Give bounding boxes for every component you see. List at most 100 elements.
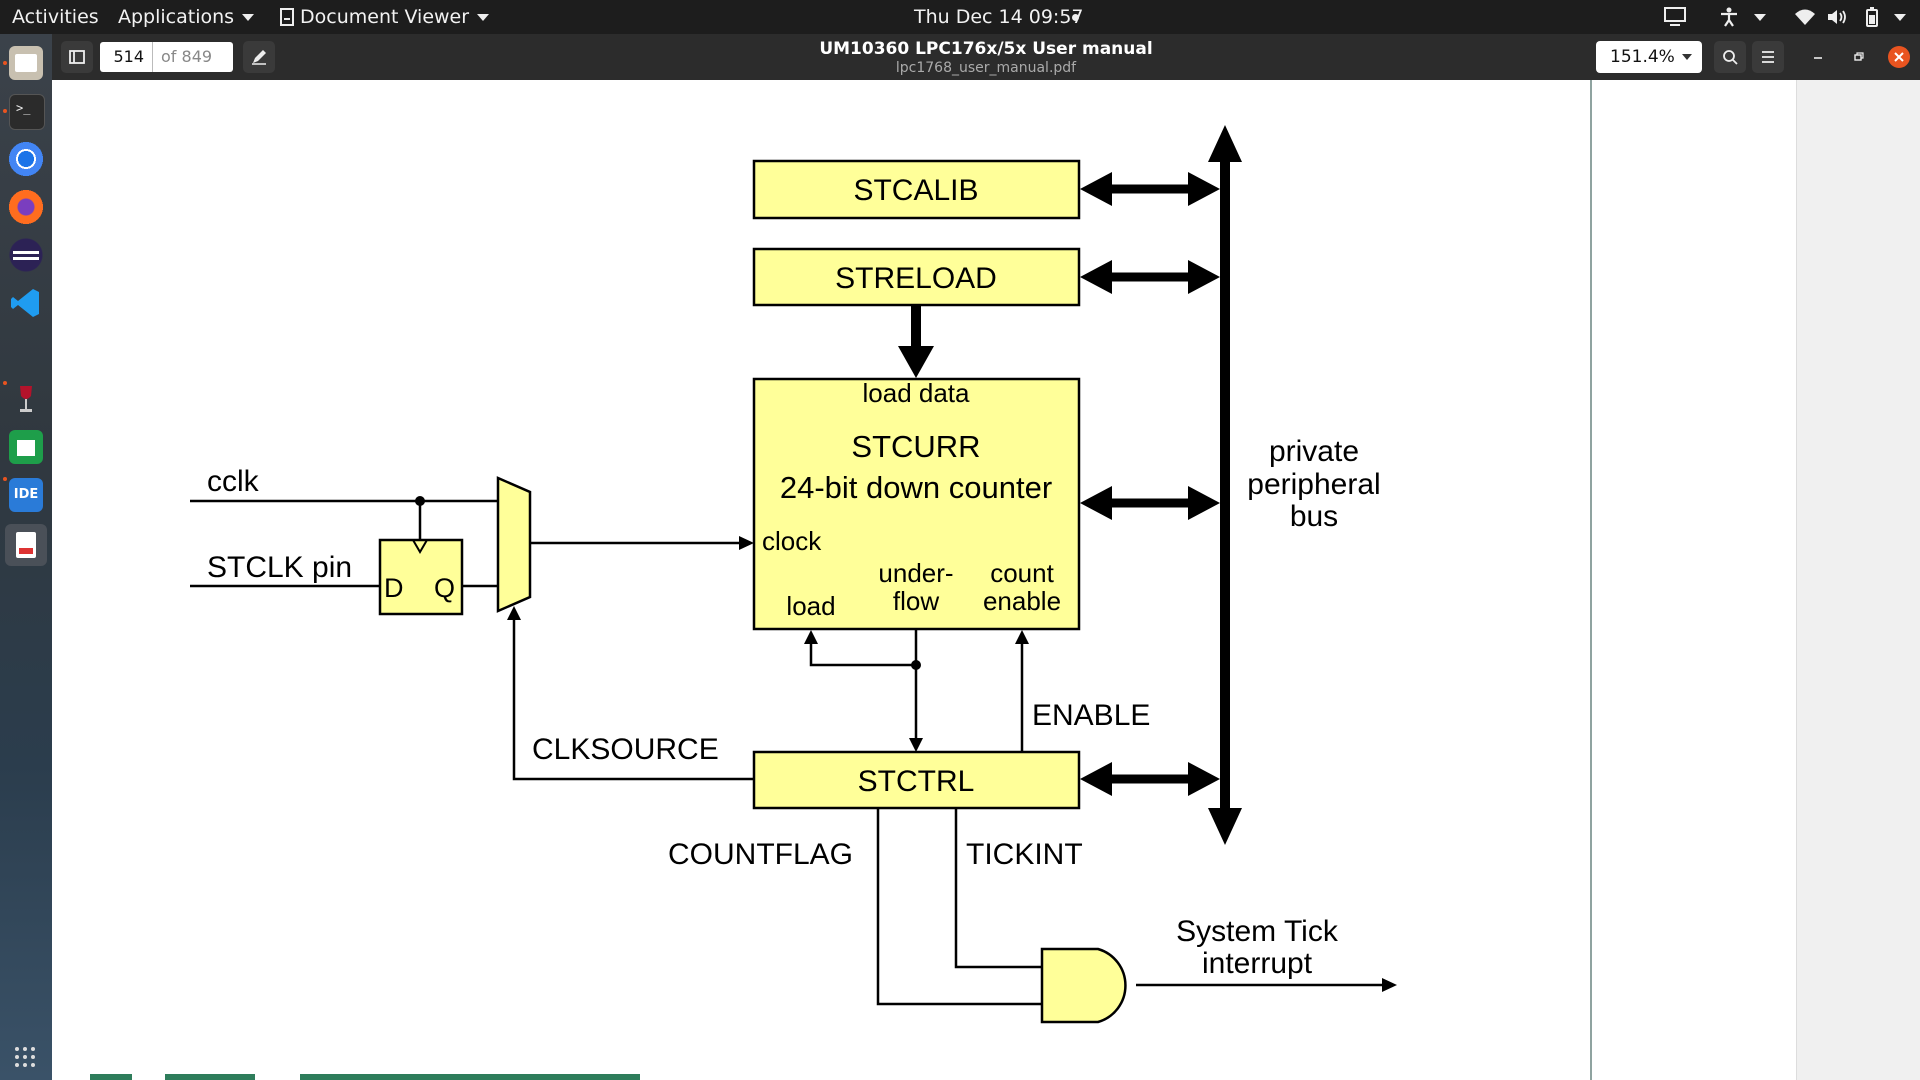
vscode-glyph bbox=[11, 289, 39, 317]
top-bar: Activities Applications Document Viewer … bbox=[0, 0, 1920, 34]
bus-label-bus: bus bbox=[1290, 500, 1338, 533]
tickint-label: TICKINT bbox=[966, 838, 1083, 871]
arrowhead bbox=[1015, 630, 1029, 644]
restore-icon[interactable] bbox=[1850, 49, 1866, 65]
section-heading-fragment bbox=[90, 1074, 640, 1080]
enable-lower-label: enable bbox=[983, 586, 1061, 616]
d-flipflop-block bbox=[378, 538, 464, 616]
document-viewer-icon[interactable] bbox=[5, 524, 47, 566]
load-label: load bbox=[786, 591, 835, 621]
activities-button[interactable]: Activities bbox=[12, 6, 99, 28]
flow-label: flow bbox=[893, 586, 939, 616]
page-count: of 849 bbox=[161, 47, 213, 66]
minimize-icon[interactable] bbox=[1810, 49, 1826, 65]
and-gate bbox=[1040, 947, 1127, 1024]
files-icon[interactable] bbox=[9, 46, 43, 80]
stclk-pin-label: STCLK pin bbox=[207, 551, 352, 584]
page-glyph bbox=[16, 532, 36, 558]
document-area[interactable]: STCALIB STRELOAD load data STCURR 24-bit… bbox=[52, 80, 1920, 1080]
pdf-page[interactable]: STCALIB STRELOAD load data STCURR 24-bit… bbox=[52, 80, 1590, 1080]
eclipse-stripe bbox=[13, 257, 39, 260]
streload-block bbox=[752, 247, 1081, 307]
pencil-icon bbox=[252, 50, 266, 65]
chromium-icon[interactable] bbox=[9, 142, 43, 176]
arrowhead bbox=[507, 606, 521, 620]
private-peripheral-bus bbox=[1208, 125, 1242, 845]
stcurr-label: STCURR bbox=[851, 429, 980, 464]
systick-block-diagram: STCALIB STRELOAD load data STCURR 24-bit… bbox=[90, 125, 1397, 1080]
header-bar: 514 of 849 UM10360 LPC176x/5x User manua… bbox=[52, 34, 1920, 80]
app-grid-icon[interactable] bbox=[14, 1046, 36, 1068]
page-margin bbox=[1592, 80, 1796, 1080]
chevron-down-icon[interactable] bbox=[1894, 14, 1906, 21]
running-indicator bbox=[3, 477, 7, 481]
zoom-value: 151.4% bbox=[1610, 47, 1675, 67]
folder-shape bbox=[15, 54, 37, 72]
annotate-button[interactable] bbox=[243, 41, 275, 73]
screen-icon[interactable] bbox=[1664, 7, 1686, 27]
applications-menu[interactable]: Applications bbox=[118, 6, 255, 28]
document-filename: lpc1768_user_manual.pdf bbox=[895, 60, 1077, 76]
search-button[interactable] bbox=[1714, 41, 1746, 73]
eclipse-icon[interactable] bbox=[9, 238, 43, 272]
arrowhead bbox=[1382, 978, 1397, 992]
counter-desc-label: 24-bit down counter bbox=[780, 470, 1052, 505]
load-data-label: load data bbox=[863, 378, 971, 408]
clock-mux bbox=[496, 476, 532, 613]
chevron-down-icon bbox=[242, 14, 255, 21]
junction-dot bbox=[415, 496, 425, 506]
countflag-label: COUNTFLAG bbox=[668, 838, 853, 871]
notification-dot-icon bbox=[1072, 14, 1079, 21]
chevron-down-icon[interactable] bbox=[1754, 14, 1766, 21]
arrowhead bbox=[909, 738, 923, 752]
bus-connector-streload bbox=[1080, 260, 1220, 294]
clksource-label: CLKSOURCE bbox=[532, 733, 719, 766]
stctrl-label: STCTRL bbox=[858, 765, 975, 798]
count-label: count bbox=[990, 558, 1054, 588]
vscode-icon[interactable] bbox=[9, 286, 43, 320]
streload-label: STRELOAD bbox=[835, 262, 997, 295]
close-icon bbox=[1894, 52, 1904, 62]
terminal-icon[interactable]: >_ bbox=[9, 94, 45, 130]
battery-icon[interactable] bbox=[1860, 6, 1882, 28]
underflow-wiring bbox=[809, 629, 1024, 752]
app-menu[interactable]: Document Viewer bbox=[280, 6, 490, 28]
volume-icon[interactable] bbox=[1826, 8, 1848, 26]
chevron-down-icon bbox=[1682, 54, 1692, 60]
interrupt-wiring bbox=[876, 808, 1384, 1006]
close-button[interactable] bbox=[1888, 46, 1910, 68]
clock-edge-marker bbox=[412, 539, 428, 554]
hamburger-icon bbox=[1762, 51, 1774, 63]
side-gutter bbox=[1796, 80, 1920, 1080]
stcalib-block bbox=[752, 159, 1081, 220]
clock-wiring bbox=[190, 499, 754, 781]
chevron-down-icon bbox=[477, 14, 490, 21]
search-icon bbox=[1723, 50, 1738, 65]
applications-label: Applications bbox=[118, 6, 235, 28]
q-label: Q bbox=[434, 573, 455, 603]
d-label: D bbox=[384, 573, 404, 603]
sidebar-toggle-button[interactable] bbox=[61, 41, 93, 73]
page-selector: 514 of 849 bbox=[100, 42, 233, 72]
stcalib-label: STCALIB bbox=[853, 174, 978, 207]
document-title: UM10360 LPC176x/5x User manual bbox=[819, 39, 1153, 59]
spreadsheet-icon[interactable] bbox=[9, 430, 43, 464]
accessibility-icon[interactable] bbox=[1720, 7, 1738, 27]
ide-icon[interactable]: IDE bbox=[9, 478, 43, 512]
bus-connector-stctrl bbox=[1080, 762, 1220, 796]
page-number-input[interactable]: 514 bbox=[100, 42, 153, 72]
under-label: under- bbox=[878, 558, 953, 588]
zoom-selector[interactable]: 151.4% bbox=[1596, 41, 1702, 73]
wine-icon[interactable] bbox=[9, 382, 43, 416]
clock[interactable]: Thu Dec 14 09:57 bbox=[914, 6, 1084, 28]
clock-input-label: clock bbox=[762, 526, 822, 556]
junction-dot bbox=[911, 660, 921, 670]
arrowhead bbox=[739, 536, 754, 550]
menu-button[interactable] bbox=[1752, 41, 1784, 73]
wifi-icon[interactable] bbox=[1794, 8, 1816, 26]
wine-glass-glyph bbox=[20, 386, 32, 412]
running-indicator bbox=[3, 381, 7, 385]
eclipse-stripe bbox=[13, 251, 39, 254]
bus-label-peripheral: peripheral bbox=[1247, 468, 1380, 501]
firefox-icon[interactable] bbox=[9, 190, 43, 224]
